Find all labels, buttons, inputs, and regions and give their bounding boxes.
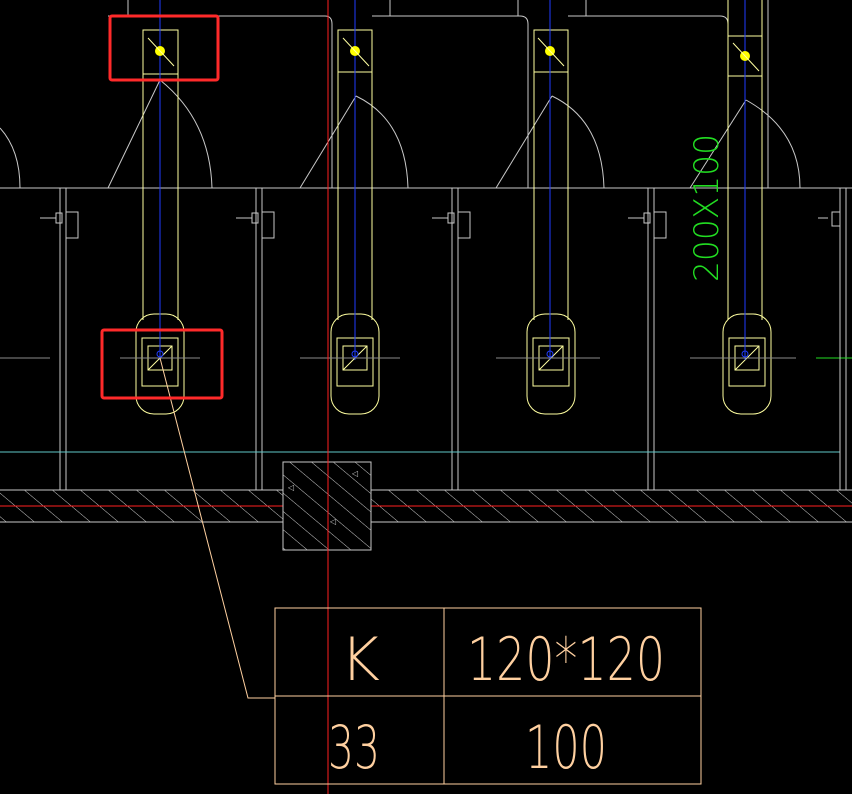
room-outline xyxy=(108,15,333,188)
valve-dot[interactable] xyxy=(147,37,175,67)
table-row2-value: 100 xyxy=(525,713,607,783)
highlight-boxes xyxy=(100,14,224,400)
wall-hooks xyxy=(40,211,841,239)
door-swing-line xyxy=(495,95,553,189)
door-swing-line xyxy=(689,99,747,189)
highlight-box-valve xyxy=(108,14,220,82)
door-arc xyxy=(159,79,213,189)
duct-4 xyxy=(722,0,772,415)
table-row1-value: 120*120 xyxy=(467,625,665,695)
valve-dot[interactable] xyxy=(537,37,565,67)
door-arc xyxy=(745,99,801,189)
duct-size-label: 200X100 xyxy=(687,134,727,282)
room-outline xyxy=(372,15,529,188)
structural-column[interactable]: ◁ ◁ ◁ xyxy=(282,461,372,551)
hook-fixture xyxy=(432,211,471,239)
door-arc xyxy=(0,127,21,189)
svg-text:◁: ◁ xyxy=(287,483,294,492)
vent-centers xyxy=(156,350,749,358)
upper-room-outlines xyxy=(0,0,852,189)
table-text: K 120*120 33 100 xyxy=(328,625,665,783)
leader-line xyxy=(159,357,275,699)
annotation-table[interactable] xyxy=(274,607,702,785)
svg-text:◁: ◁ xyxy=(351,469,358,478)
duct-runs xyxy=(135,0,772,415)
door-arc xyxy=(551,95,605,189)
valve-dot[interactable] xyxy=(342,37,370,67)
duct-valves xyxy=(147,37,760,72)
svg-text:◁: ◁ xyxy=(329,517,336,526)
door-arc xyxy=(355,95,409,189)
highlight-box-vent xyxy=(100,328,224,400)
table-row1-label: K xyxy=(340,625,380,695)
valve-dot[interactable] xyxy=(732,42,760,72)
hook-fixture xyxy=(628,211,667,239)
blue-axis-lines xyxy=(159,0,746,360)
hook-fixture xyxy=(40,211,79,239)
door-swing-line xyxy=(107,79,161,189)
hook-fixture xyxy=(236,211,275,239)
table-row2-label: 33 xyxy=(328,713,380,783)
